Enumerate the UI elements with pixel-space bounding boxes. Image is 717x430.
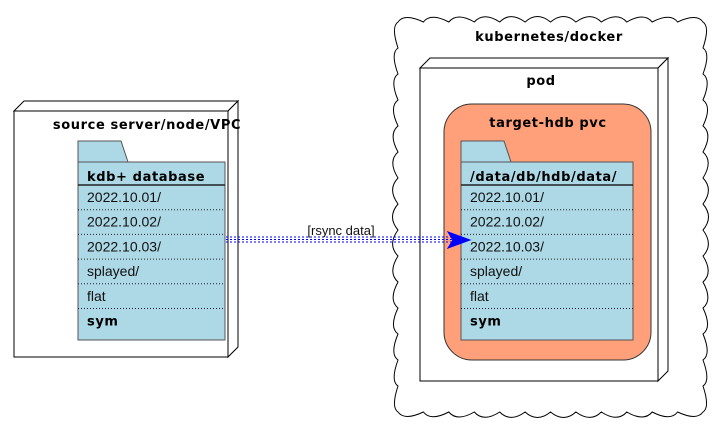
source-node-title: source server/node/VPC <box>53 118 241 133</box>
arrow-head-icon <box>446 231 472 249</box>
folder-row: flat <box>470 288 489 304</box>
cloud-title: kubernetes/docker <box>475 30 623 45</box>
folder-row: 2022.10.03/ <box>87 238 161 254</box>
folder-row: 2022.10.03/ <box>470 238 544 254</box>
pvc-title: target-hdb pvc <box>489 116 606 131</box>
folder-row: 2022.10.02/ <box>87 214 161 230</box>
folder-row: 2022.10.01/ <box>87 189 161 205</box>
folder-row: splayed/ <box>87 263 139 279</box>
folder-row: flat <box>87 288 106 304</box>
target-folder-title: /data/db/hdb/data/ <box>470 170 617 185</box>
source-folder-title: kdb+ database <box>87 170 205 185</box>
source-folder: kdb+ database 2022.10.01/2022.10.02/2022… <box>77 140 226 341</box>
folder-row: sym <box>87 315 119 330</box>
target-folder-rows: 2022.10.01/2022.10.02/2022.10.03/splayed… <box>461 189 633 330</box>
rsync-edge: [rsync data] <box>226 223 472 249</box>
folder-row: splayed/ <box>470 263 522 279</box>
rsync-edge-label: [rsync data] <box>307 223 374 238</box>
target-folder: /data/db/hdb/data/ 2022.10.01/2022.10.02… <box>460 140 634 341</box>
folder-row: sym <box>470 315 502 330</box>
source-folder-rows: 2022.10.01/2022.10.02/2022.10.03/splayed… <box>78 189 225 330</box>
folder-row: 2022.10.02/ <box>470 214 544 230</box>
pod-title: pod <box>526 74 555 89</box>
folder-row: 2022.10.01/ <box>470 189 544 205</box>
